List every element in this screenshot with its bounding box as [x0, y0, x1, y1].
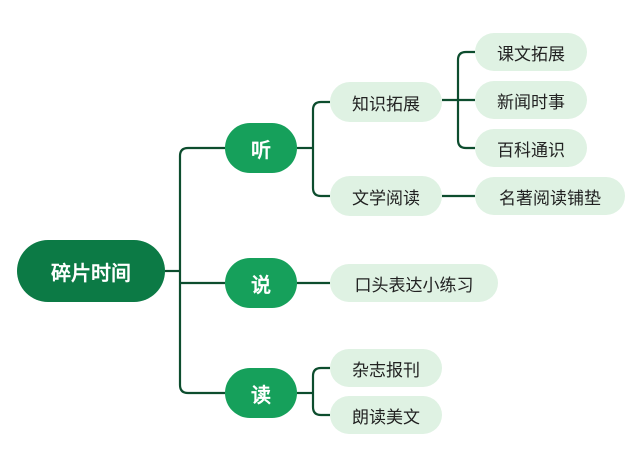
node-magazines[interactable]: 杂志报刊 [330, 349, 442, 387]
node-oral-practice[interactable]: 口头表达小练习 [330, 264, 498, 302]
branch-read[interactable]: 读 [225, 368, 297, 418]
node-encyclopedia[interactable]: 百科通识 [475, 129, 587, 167]
root-node[interactable]: 碎片时间 [17, 240, 165, 302]
node-current-news[interactable]: 新闻时事 [475, 81, 587, 119]
node-read-aloud[interactable]: 朗读美文 [330, 396, 442, 434]
node-literature-reading[interactable]: 文学阅读 [330, 176, 442, 216]
branch-listen[interactable]: 听 [225, 123, 297, 173]
branch-speak[interactable]: 说 [225, 258, 297, 308]
node-knowledge-expansion[interactable]: 知识拓展 [330, 82, 442, 122]
node-text-expansion[interactable]: 课文拓展 [475, 33, 587, 71]
node-classics-prep[interactable]: 名著阅读铺垫 [475, 177, 625, 215]
